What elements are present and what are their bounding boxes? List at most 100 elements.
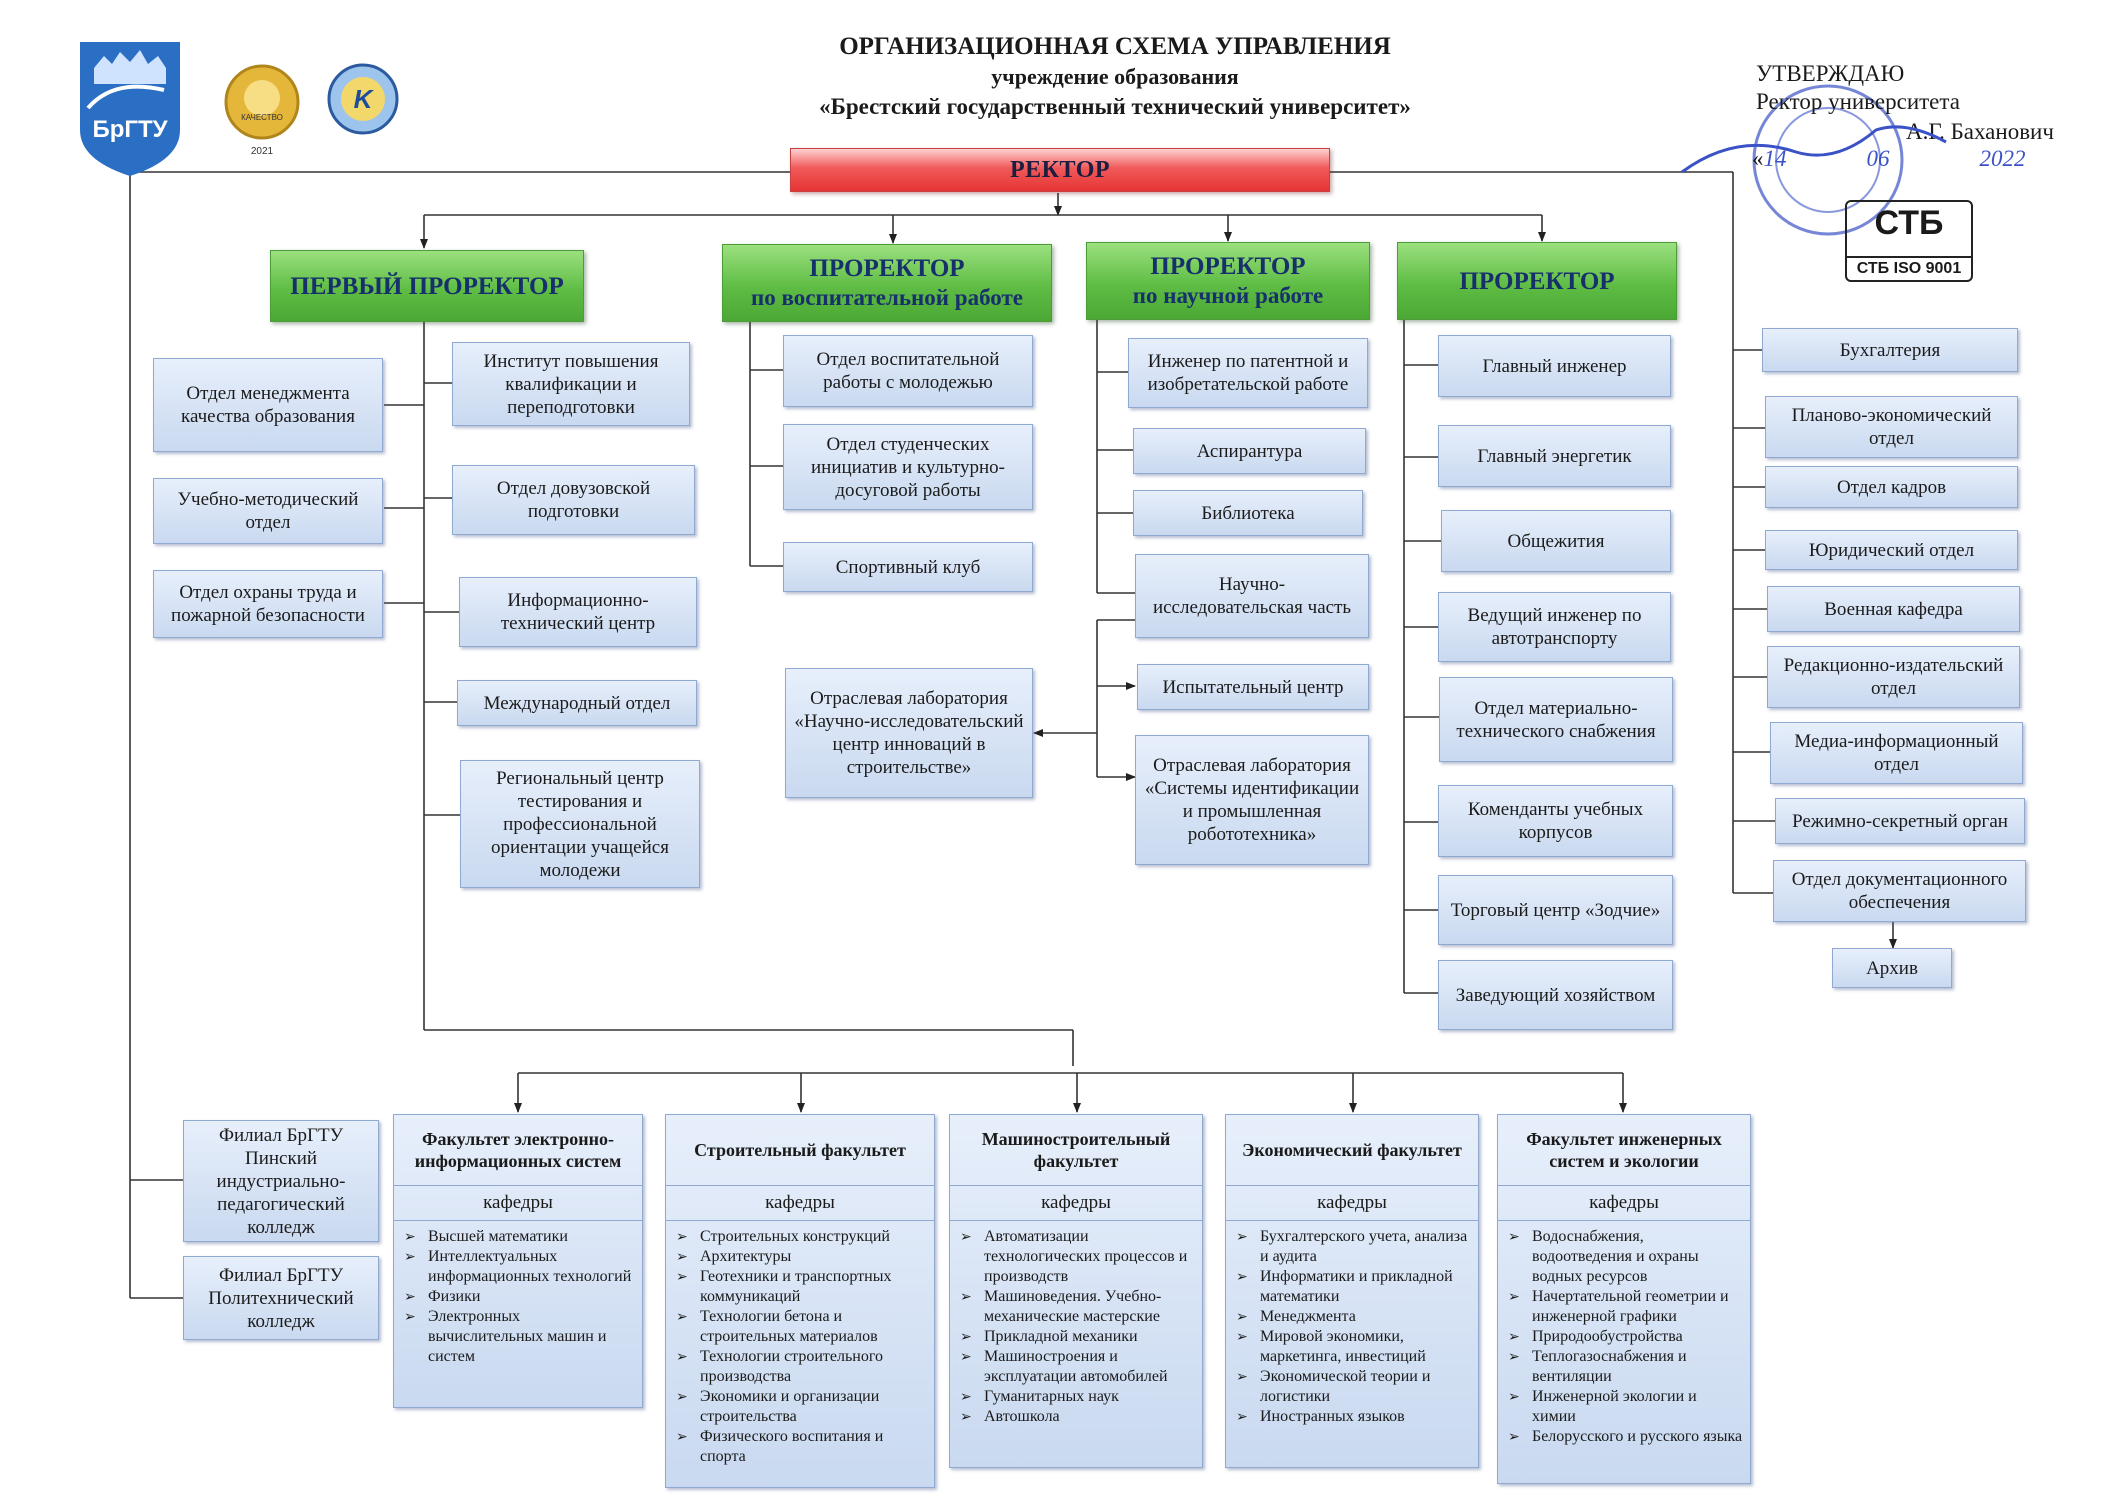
department-list: Водоснабжения, водоотведения и охраны во… [1498,1221,1750,1447]
department-item[interactable]: Бухгалтерского учета, анализа и аудита [1232,1227,1472,1267]
department-list: Высшей математики Интеллектуальных инфор… [394,1221,642,1367]
unit-test-center[interactable]: Испытательный центр [1137,664,1369,710]
unit-international[interactable]: Международный отдел [457,680,697,726]
unit-patent-engineer[interactable]: Инженер по патентной и изобретательской … [1128,338,1368,408]
department-item[interactable]: Инженерной экологии и химии [1504,1387,1744,1427]
unit-accounting[interactable]: Бухгалтерия [1762,328,2018,372]
university-logo-text: БрГТУ [92,116,168,143]
unit-trade-center[interactable]: Торговый центр «Зодчие» [1438,875,1673,945]
faculty-engineering-ecology[interactable]: Факультет инженерных систем и экологии к… [1497,1114,1751,1484]
unit-student-initiatives[interactable]: Отдел студенческих инициатив и культурно… [783,424,1033,510]
unit-dormitories[interactable]: Общежития [1441,510,1671,572]
department-item[interactable]: Прикладной механики [956,1327,1196,1347]
other-prorector-box[interactable]: ПРОРЕКТОР [1397,242,1677,320]
department-item[interactable]: Начертательной геометрии и инженерной гр… [1504,1287,1744,1327]
iso-text: СТБ ISO 9001 [1847,256,1971,278]
unit-preuniversity[interactable]: Отдел довузовской подготовки [452,465,695,535]
unit-housekeeping[interactable]: Заведующий хозяйством [1438,960,1673,1030]
approval-line-1: УТВЕРЖДАЮ [1756,61,1905,86]
department-item[interactable]: Теплогазоснабжения и вентиляции [1504,1347,1744,1387]
unit-auto-engineer[interactable]: Ведущий инженер по автотранспорту [1438,592,1671,662]
unit-secret-body[interactable]: Режимно-секретный орган [1775,798,2025,844]
department-item[interactable]: Информатики и прикладной математики [1232,1267,1472,1307]
sci-prorector-sub: по научной работе [1132,283,1324,308]
k-badge-letter: K [353,84,373,114]
unit-methodical[interactable]: Учебно-методический отдел [153,478,383,544]
iso-mark: СТБ [1874,204,1944,242]
department-item[interactable]: Строительных конструкций [672,1227,928,1247]
unit-legal[interactable]: Юридический отдел [1765,530,2018,570]
department-item[interactable]: Высшей математики [400,1227,636,1247]
unit-archive[interactable]: Архив [1832,948,1952,988]
unit-quality-management[interactable]: Отдел менеджмента качества образования [153,358,383,452]
first-prorector-box[interactable]: ПЕРВЫЙ ПРОРЕКТОР [270,250,584,322]
department-item[interactable]: Автоматизации технологических процессов … [956,1227,1196,1287]
faculty-electronic-info[interactable]: Факультет электронно-информационных сист… [393,1114,643,1408]
department-item[interactable]: Гуманитарных наук [956,1387,1196,1407]
sci-prorector-title: ПРОРЕКТОР [1150,253,1306,280]
unit-regional-testing[interactable]: Региональный центр тестирования и профес… [460,760,700,888]
faculty-title: Факультет электронно-информационных сист… [394,1115,642,1186]
faculty-departments-label: кафедры [950,1186,1202,1221]
edu-prorector-sub: по воспитательной работе [751,285,1023,310]
unit-innovation-lab[interactable]: Отраслевая лаборатория «Научно-исследова… [785,668,1033,798]
unit-research-part[interactable]: Научно-исследовательская часть [1135,554,1369,638]
date-year: 2022 [1979,146,2026,171]
quality-award-logo: КАЧЕСТВО 2021 [222,62,302,160]
first-prorector-label: ПЕРВЫЙ ПРОРЕКТОР [290,272,564,300]
sci-prorector-box[interactable]: ПРОРЕКТОР по научной работе [1086,242,1370,320]
unit-postgraduate[interactable]: Аспирантура [1133,428,1366,474]
department-item[interactable]: Архитектуры [672,1247,928,1267]
branch-polytech-college[interactable]: Филиал БрГТУ Политехнический колледж [183,1256,379,1340]
unit-labor-safety[interactable]: Отдел охраны труда и пожарной безопаснос… [153,570,383,638]
unit-robotics-lab[interactable]: Отраслевая лаборатория «Системы идентифи… [1135,735,1369,865]
unit-sports-club[interactable]: Спортивный клуб [783,542,1033,592]
department-item[interactable]: Белорусского и русского языка [1504,1427,1744,1447]
other-prorector-label: ПРОРЕКТОР [1459,267,1615,295]
unit-commandants[interactable]: Коменданты учебных корпусов [1438,785,1673,857]
unit-library[interactable]: Библиотека [1133,490,1363,536]
unit-it-center[interactable]: Информационно-технический центр [459,577,697,647]
unit-chief-energetic[interactable]: Главный энергетик [1438,425,1671,487]
unit-editorial[interactable]: Редакционно-издательский отдел [1767,646,2020,708]
department-item[interactable]: Интеллектуальных информационных технолог… [400,1247,636,1287]
faculty-economic[interactable]: Экономический факультет кафедры Бухгалте… [1225,1114,1479,1468]
department-item[interactable]: Геотехники и транспортных коммуникаций [672,1267,928,1307]
department-item[interactable]: Технологии бетона и строительных материа… [672,1307,928,1347]
department-item[interactable]: Физики [400,1287,636,1307]
unit-youth-work[interactable]: Отдел воспитательной работы с молодежью [783,335,1033,407]
unit-military-dept[interactable]: Военная кафедра [1767,586,2020,632]
unit-personnel[interactable]: Отдел кадров [1765,466,2018,508]
unit-media[interactable]: Медиа-информационный отдел [1770,722,2023,784]
faculty-mechanical[interactable]: Машиностроительный факультет кафедры Авт… [949,1114,1203,1468]
award-year: 2021 [250,146,274,157]
department-item[interactable]: Экономической теории и логистики [1232,1367,1472,1407]
unit-chief-engineer[interactable]: Главный инженер [1438,335,1671,397]
department-item[interactable]: Водоснабжения, водоотведения и охраны во… [1504,1227,1744,1287]
department-item[interactable]: Иностранных языков [1232,1407,1472,1427]
department-item[interactable]: Мировой экономики, маркетинга, инвестици… [1232,1327,1472,1367]
department-item[interactable]: Менеджмента [1232,1307,1472,1327]
rector-box[interactable]: РЕКТОР [790,148,1330,192]
award-text: КАЧЕСТВО [241,113,283,122]
unit-qualification-institute[interactable]: Институт повышения квалификации и перепо… [452,342,690,426]
unit-supply[interactable]: Отдел материально-технического снабжения [1439,677,1673,762]
department-item[interactable]: Экономики и организации строительства [672,1387,928,1427]
unit-documentation[interactable]: Отдел документационного обеспечения [1773,860,2026,922]
edu-prorector-box[interactable]: ПРОРЕКТОР по воспитательной работе [722,244,1052,322]
department-item[interactable]: Физического воспитания и спорта [672,1427,928,1467]
unit-planning-economic[interactable]: Планово-экономический отдел [1765,396,2018,458]
department-item[interactable]: Автошкола [956,1407,1196,1427]
department-item[interactable]: Технологии строительного производства [672,1347,928,1387]
faculty-construction[interactable]: Строительный факультет кафедры Строитель… [665,1114,935,1488]
faculty-departments-label: кафедры [1226,1186,1478,1221]
date-day: 14 [1763,146,1787,171]
faculty-title: Машиностроительный факультет [950,1115,1202,1186]
department-item[interactable]: Машиностроения и эксплуатации автомобиле… [956,1347,1196,1387]
department-item[interactable]: Машиноведения. Учебно-механические масте… [956,1287,1196,1327]
branch-pinsk-college[interactable]: Филиал БрГТУ Пинский индустриально-педаг… [183,1120,379,1242]
department-item[interactable]: Электронных вычислительных машин и систе… [400,1307,636,1367]
department-item[interactable]: Природообустройства [1504,1327,1744,1347]
